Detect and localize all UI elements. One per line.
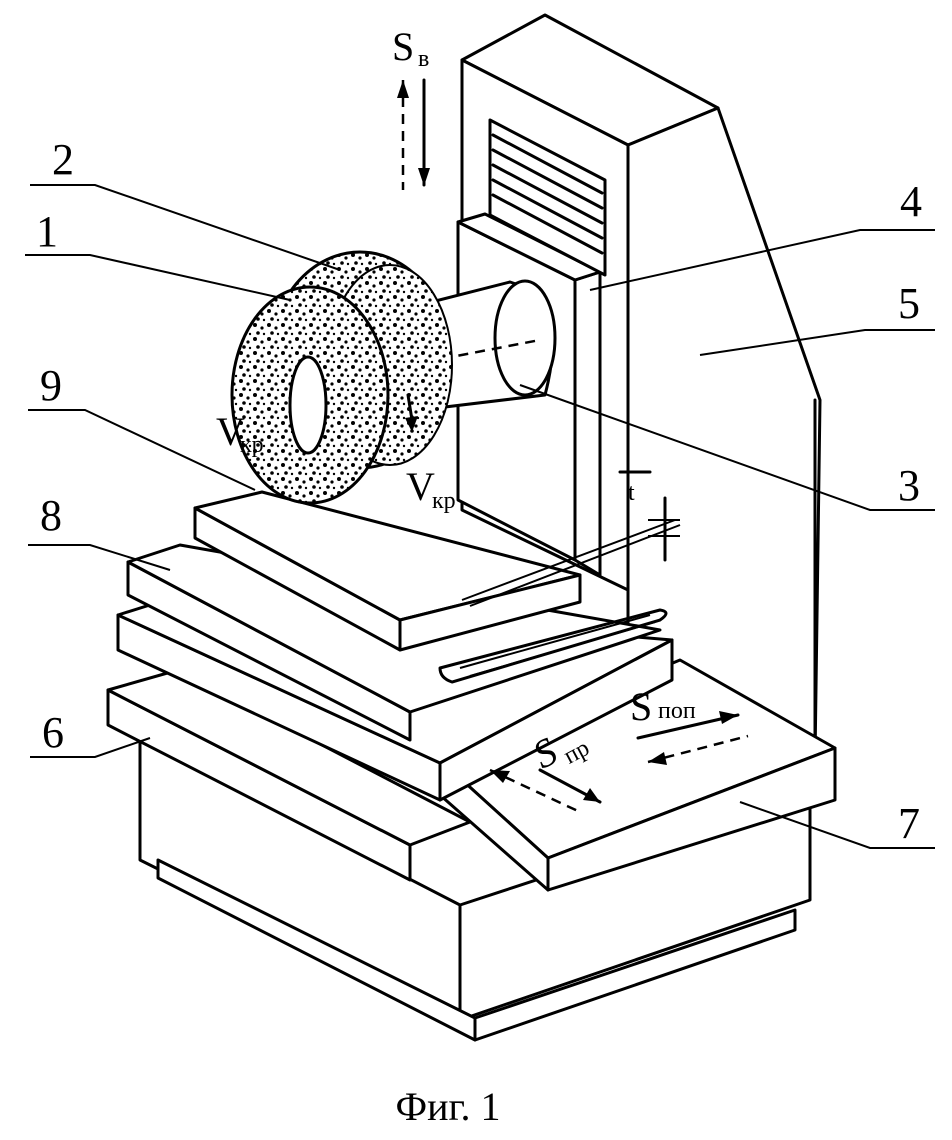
- vertical-feed-label: S в: [392, 24, 429, 72]
- svg-text:в: в: [418, 46, 429, 72]
- part-label-4: 4: [900, 177, 922, 226]
- part-label-2: 2: [52, 135, 74, 184]
- part-label-7: 7: [898, 799, 920, 848]
- part-label-3: 3: [898, 461, 920, 510]
- grinding-wheel: [232, 287, 388, 503]
- svg-text:кр: кр: [432, 488, 456, 514]
- svg-text:V: V: [406, 464, 435, 509]
- part-label-1: 1: [36, 207, 58, 256]
- part-label-9: 9: [40, 361, 62, 410]
- vertical-feed-arrows: [397, 80, 430, 190]
- part-label-6: 6: [42, 708, 64, 757]
- svg-text:S: S: [630, 684, 652, 729]
- figure-caption: Фиг. 1: [396, 1084, 501, 1129]
- depth-of-cut-label: t: [628, 480, 635, 506]
- wheel-speed-label-bottom: V кр: [406, 464, 456, 514]
- svg-text:кр: кр: [240, 432, 264, 458]
- svg-text:S: S: [392, 24, 414, 69]
- part-label-5: 5: [898, 279, 920, 328]
- svg-text:поп: поп: [658, 698, 696, 724]
- part-label-8: 8: [40, 491, 62, 540]
